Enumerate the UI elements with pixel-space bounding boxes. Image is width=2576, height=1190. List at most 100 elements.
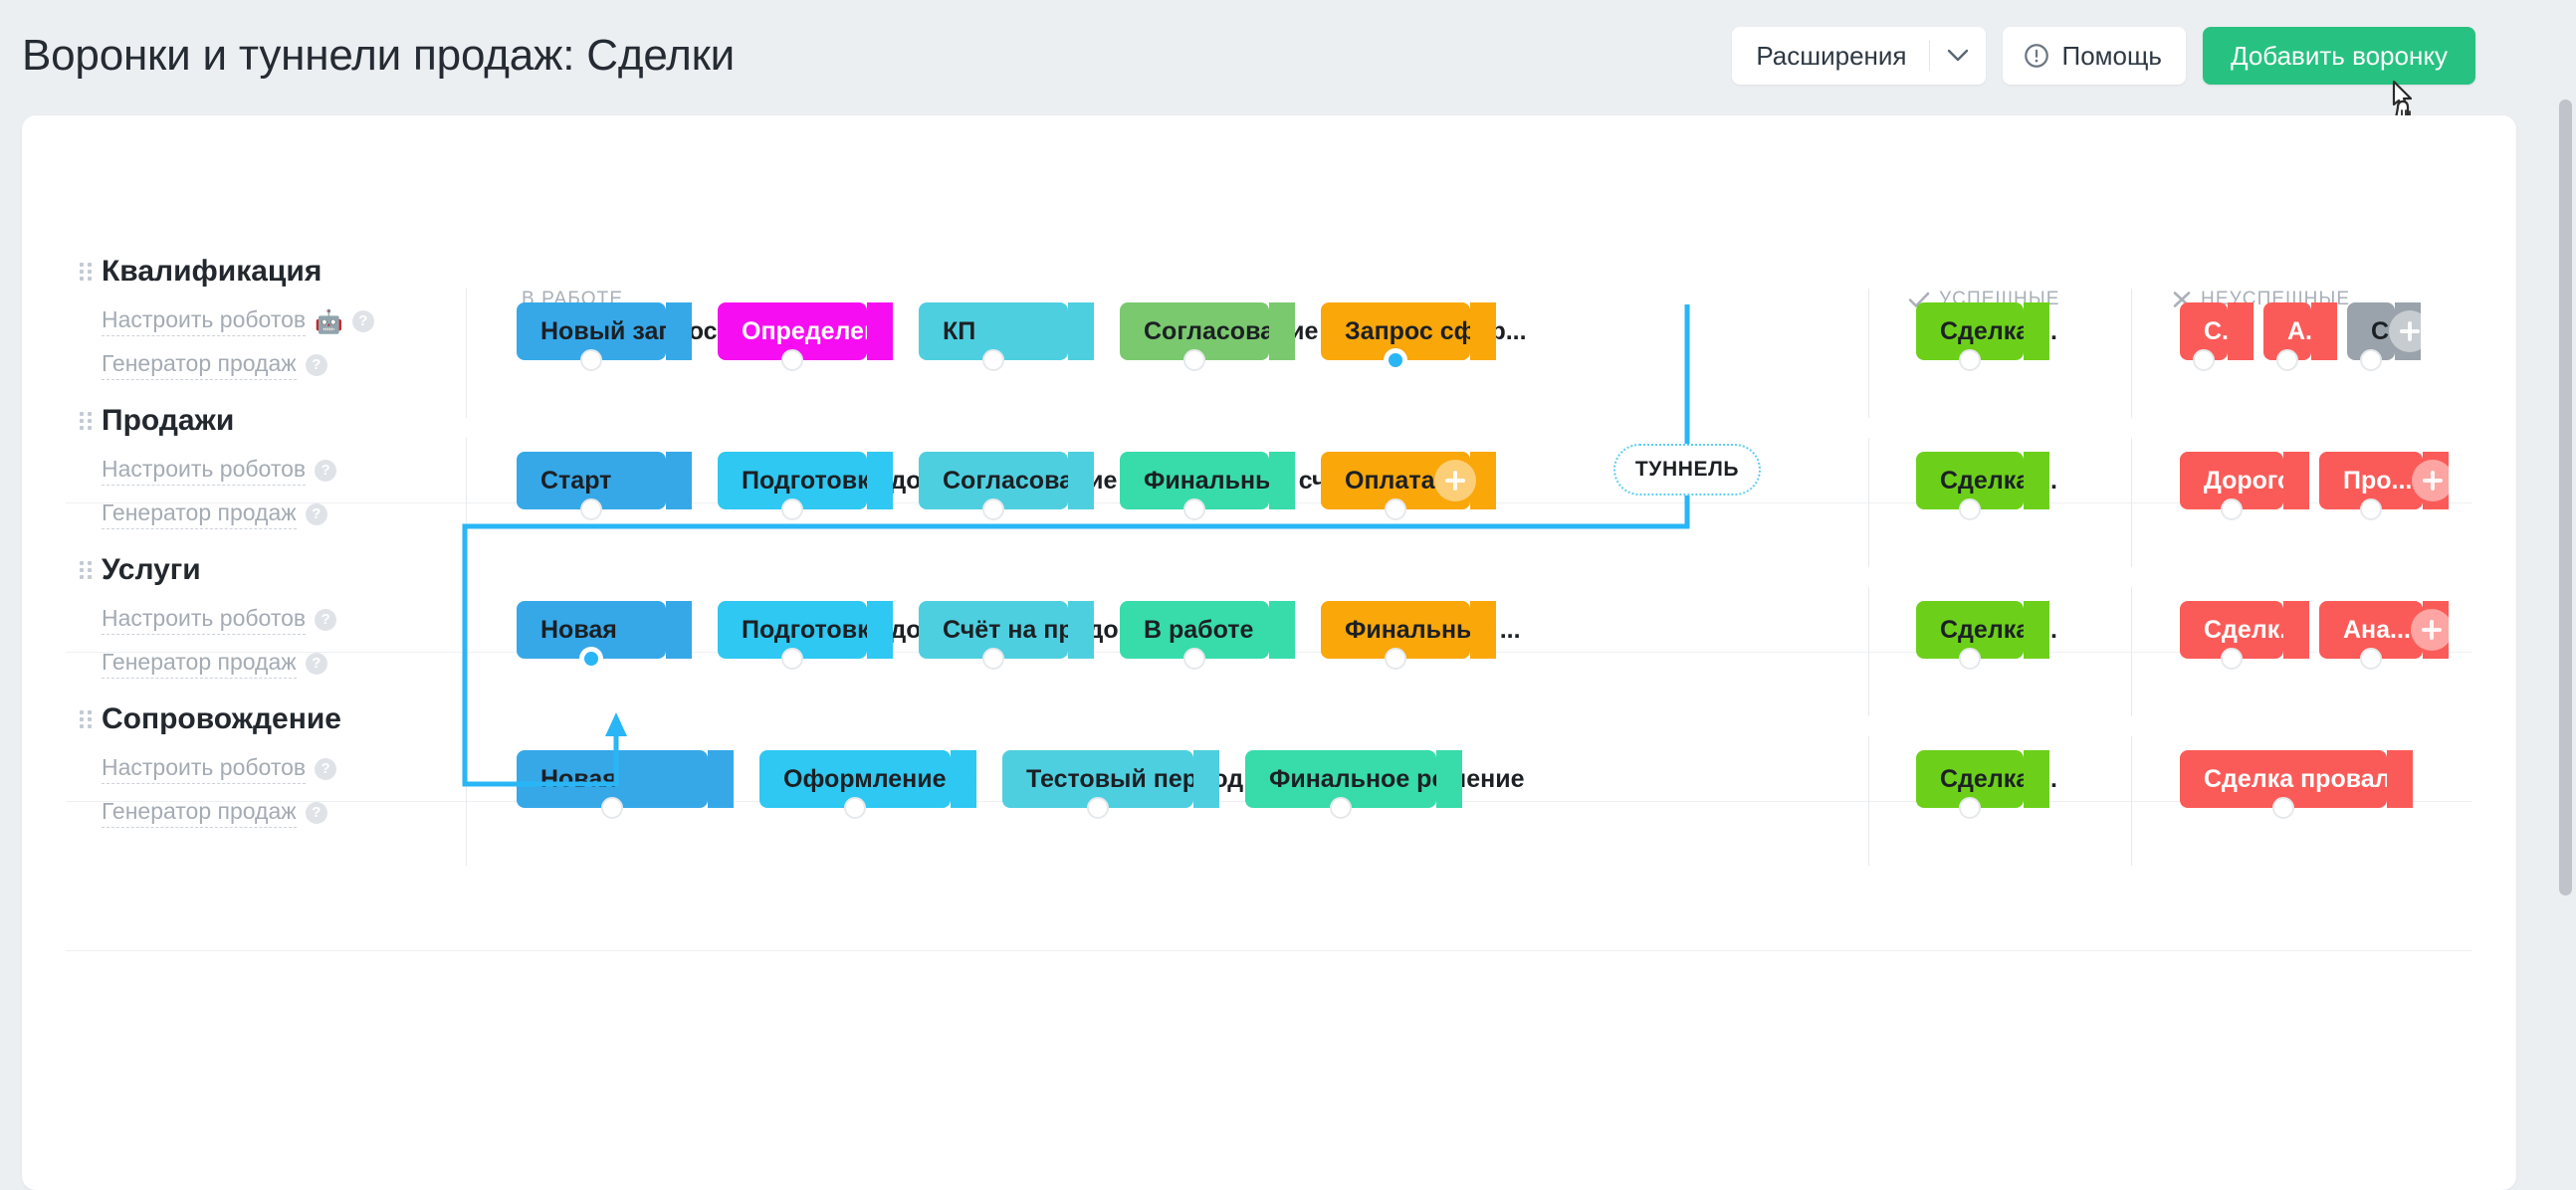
stage-label: Финальный счет xyxy=(1144,466,1353,495)
sales-generator-link[interactable]: Генератор продаж ? xyxy=(102,499,327,529)
page-scrollbar-thumb[interactable] xyxy=(2559,99,2572,895)
stage-chip[interactable]: Согласование xyxy=(919,452,1117,520)
sales-generator-link[interactable]: Генератор продаж ? xyxy=(102,798,327,828)
stage-chip[interactable]: Сделк... xyxy=(2180,601,2309,670)
stage-connector-dot[interactable] xyxy=(1959,648,1981,670)
stage-connector-dot[interactable] xyxy=(1330,797,1352,819)
stage-chip[interactable]: Подготовка до... xyxy=(718,452,942,520)
stage-connector-dot[interactable] xyxy=(2360,648,2382,670)
help-icon[interactable]: ? xyxy=(305,354,327,376)
chevron-down-icon[interactable] xyxy=(1930,49,1986,63)
drag-handle-icon[interactable] xyxy=(80,263,92,285)
stage-chip[interactable]: В работе xyxy=(1120,601,1295,670)
configure-robots-link[interactable]: Настроить роботов ? xyxy=(102,605,337,635)
stage-connector-dot[interactable] xyxy=(982,498,1004,520)
stage-connector-dot[interactable] xyxy=(1959,498,1981,520)
stage-chip[interactable]: Финальный ... xyxy=(1321,601,1563,670)
help-icon[interactable]: ? xyxy=(305,503,327,525)
stage-chip[interactable]: Старт xyxy=(517,452,692,520)
stage-connector-dot[interactable] xyxy=(844,797,866,819)
stage-chip[interactable]: Подготовка до... xyxy=(718,601,942,670)
help-icon[interactable]: ? xyxy=(305,653,327,675)
stage-connector-dot[interactable] xyxy=(781,498,803,520)
stage-connector-dot[interactable] xyxy=(2276,349,2298,371)
stage-connector-dot[interactable] xyxy=(1385,498,1406,520)
add-funnel-button[interactable]: Добавить воронку xyxy=(2202,27,2475,85)
stage-connector-dot[interactable] xyxy=(580,648,602,670)
stage-chip[interactable]: А... xyxy=(2263,302,2337,371)
sales-generator-link[interactable]: Генератор продаж ? xyxy=(102,350,327,380)
drag-handle-icon[interactable] xyxy=(80,412,92,434)
stage-connector-dot[interactable] xyxy=(1385,349,1406,371)
stage-connector-dot[interactable] xyxy=(781,349,803,371)
stage-chip[interactable]: Сделка ... xyxy=(1916,750,2057,819)
help-icon[interactable]: ? xyxy=(315,460,337,482)
stage-chip[interactable]: Новая xyxy=(517,601,692,670)
help-icon[interactable]: ? xyxy=(315,758,337,780)
stage-chip[interactable]: Финальное решение xyxy=(1245,750,1567,819)
add-stage-button[interactable] xyxy=(2410,609,2453,651)
stage-chip[interactable]: Новая xyxy=(517,750,734,819)
stage-connector-dot[interactable] xyxy=(2221,498,2243,520)
column-divider xyxy=(466,587,467,716)
stage-chip[interactable]: Определение п... xyxy=(718,302,951,371)
stage-connector-dot[interactable] xyxy=(580,349,602,371)
add-stage-button[interactable] xyxy=(2433,758,2475,800)
add-stage-button[interactable] xyxy=(2389,310,2432,352)
stage-chip[interactable]: Ана... xyxy=(2319,601,2453,670)
tunnel-badge[interactable]: ТУННЕЛЬ xyxy=(1613,444,1761,496)
add-stage-button[interactable] xyxy=(1526,310,1569,352)
stage-chip[interactable]: Счёт на предо... xyxy=(919,601,1140,670)
stage-connector-dot[interactable] xyxy=(2272,797,2294,819)
stage-chip[interactable]: Дорого xyxy=(2180,452,2309,520)
sales-generator-link[interactable]: Генератор продаж ? xyxy=(102,649,327,679)
stage-connector-dot[interactable] xyxy=(1385,648,1406,670)
stage-chip[interactable]: Про... xyxy=(2319,452,2455,520)
drag-handle-icon[interactable] xyxy=(80,710,92,732)
configure-robots-link[interactable]: Настроить роботов ? xyxy=(102,754,337,784)
help-icon[interactable]: ? xyxy=(351,310,374,332)
stage-connector-dot[interactable] xyxy=(1959,349,1981,371)
stage-connector-dot[interactable] xyxy=(1183,648,1205,670)
stage-chip[interactable]: Финальный счет xyxy=(1120,452,1352,520)
stage-connector-dot[interactable] xyxy=(1183,349,1205,371)
stage-chip[interactable]: С xyxy=(2347,302,2432,371)
stage-chip[interactable]: Тестовый период xyxy=(1002,750,1243,819)
add-stage-button[interactable] xyxy=(2412,460,2455,501)
drag-handle-icon[interactable] xyxy=(80,561,92,583)
stage-connector-dot[interactable] xyxy=(1959,797,1981,819)
stage-connector-dot[interactable] xyxy=(1183,498,1205,520)
stage-chip[interactable]: С... xyxy=(2180,302,2254,371)
add-stage-button[interactable] xyxy=(1434,460,1477,501)
stage-arrow xyxy=(2024,601,2049,659)
configure-robots-link[interactable]: Настроить роботов 🤖 ? xyxy=(102,306,374,336)
extensions-button[interactable]: Расширения xyxy=(1732,27,1986,85)
stage-connector-dot[interactable] xyxy=(982,349,1004,371)
stage-connector-dot[interactable] xyxy=(2221,648,2243,670)
help-button[interactable]: Помощь xyxy=(2002,27,2186,85)
stage-chip[interactable]: КП xyxy=(919,302,1094,371)
stage-chip[interactable]: Оформление xyxy=(759,750,976,819)
page-scrollbar-track[interactable] xyxy=(2554,0,2576,1122)
stage-chip[interactable]: Сделка провалена xyxy=(2180,750,2475,819)
stage-chip[interactable]: Сделка ... xyxy=(1916,302,2057,371)
stage-connector-dot[interactable] xyxy=(601,797,623,819)
stage-chip[interactable]: Новый запрос xyxy=(517,302,718,371)
help-icon[interactable]: ? xyxy=(305,802,327,824)
configure-robots-link[interactable]: Настроить роботов ? xyxy=(102,456,337,486)
stage-chip[interactable]: Оплата xyxy=(1321,452,1496,520)
stage-chip[interactable]: Сделка ... xyxy=(1916,452,2057,520)
stage-connector-dot[interactable] xyxy=(1087,797,1109,819)
add-stage-button[interactable] xyxy=(1524,758,1567,800)
stage-connector-dot[interactable] xyxy=(2360,498,2382,520)
stage-connector-dot[interactable] xyxy=(580,498,602,520)
stage-chip[interactable]: Согласование xyxy=(1120,302,1318,371)
stage-connector-dot[interactable] xyxy=(781,648,803,670)
stage-chip[interactable]: Запрос сфор... xyxy=(1321,302,1569,371)
stage-connector-dot[interactable] xyxy=(2193,349,2215,371)
stage-connector-dot[interactable] xyxy=(982,648,1004,670)
stage-connector-dot[interactable] xyxy=(2360,349,2382,371)
add-stage-button[interactable] xyxy=(1520,609,1563,651)
stage-chip[interactable]: Сделка ... xyxy=(1916,601,2057,670)
help-icon[interactable]: ? xyxy=(315,609,337,631)
